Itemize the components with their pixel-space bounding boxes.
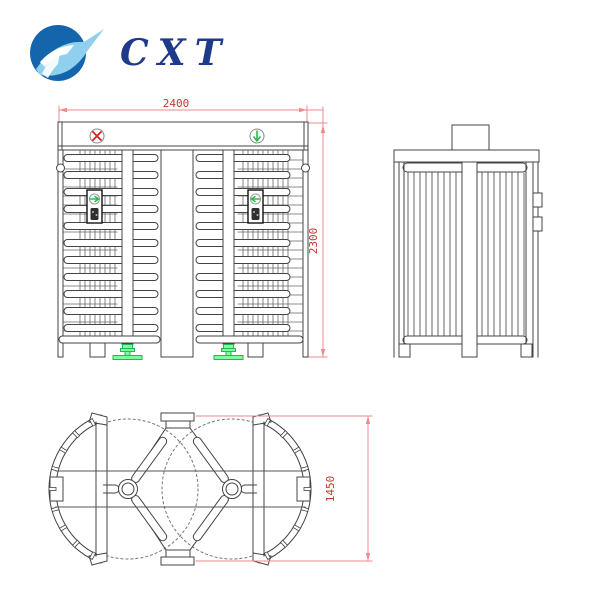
- side-hinge-upper: [532, 192, 543, 208]
- right-rotor-shaft: [222, 149, 235, 345]
- side-grille-bars-right: [481, 172, 525, 336]
- left-rotor-arms: [63, 154, 159, 332]
- right-curved-guard: [252, 412, 312, 566]
- logo-swoosh-accent-icon: [42, 52, 60, 78]
- side-left-leg: [398, 343, 411, 358]
- control-box: [451, 124, 490, 151]
- dimension-label-2300: 2300: [307, 228, 320, 255]
- dimension-front-height: 2300: [307, 106, 328, 358]
- dimension-plan-depth: 1450: [195, 415, 373, 562]
- no-entry-icon: [89, 128, 105, 144]
- right-leg: [247, 342, 264, 358]
- left-frame-post: [57, 149, 64, 358]
- dimension-label-1450: 1450: [324, 476, 337, 503]
- left-curved-guard: [48, 412, 108, 566]
- logo-mark-icon: [30, 25, 104, 81]
- dimensions: 2400 2300 1450: [58, 97, 373, 562]
- left-pivot: [56, 163, 65, 173]
- side-right-leg: [520, 343, 533, 358]
- dimension-label-2400: 2400: [163, 97, 190, 110]
- plan-view: [48, 412, 312, 566]
- side-header-beam: [393, 149, 540, 163]
- left-reader-panel: [86, 189, 103, 224]
- side-grille-bars-left: [407, 172, 457, 336]
- left-rotor-shaft: [121, 149, 134, 345]
- logo-text: CXT: [120, 32, 231, 74]
- center-column: [160, 149, 194, 358]
- left-bottom-rail: [58, 335, 161, 344]
- left-floor-anchor: [112, 344, 143, 360]
- plan-bottom-cap: [160, 556, 195, 566]
- side-center-post: [461, 149, 478, 358]
- right-rotor-arms: [195, 154, 291, 332]
- right-bottom-rail: [195, 335, 304, 344]
- entry-arrow-icon: [249, 128, 265, 144]
- left-leg: [89, 342, 106, 358]
- right-reader-panel: [247, 189, 264, 224]
- guard-slot-holes: [48, 418, 97, 560]
- side-hinge-lower: [532, 216, 543, 232]
- right-floor-anchor: [213, 344, 244, 360]
- front-view: [56, 121, 310, 360]
- logo: CXT: [28, 22, 230, 84]
- right-pivot: [301, 163, 310, 173]
- dimension-front-width: 2400: [58, 97, 324, 122]
- side-view: [393, 124, 543, 358]
- plan-top-cap: [160, 412, 195, 422]
